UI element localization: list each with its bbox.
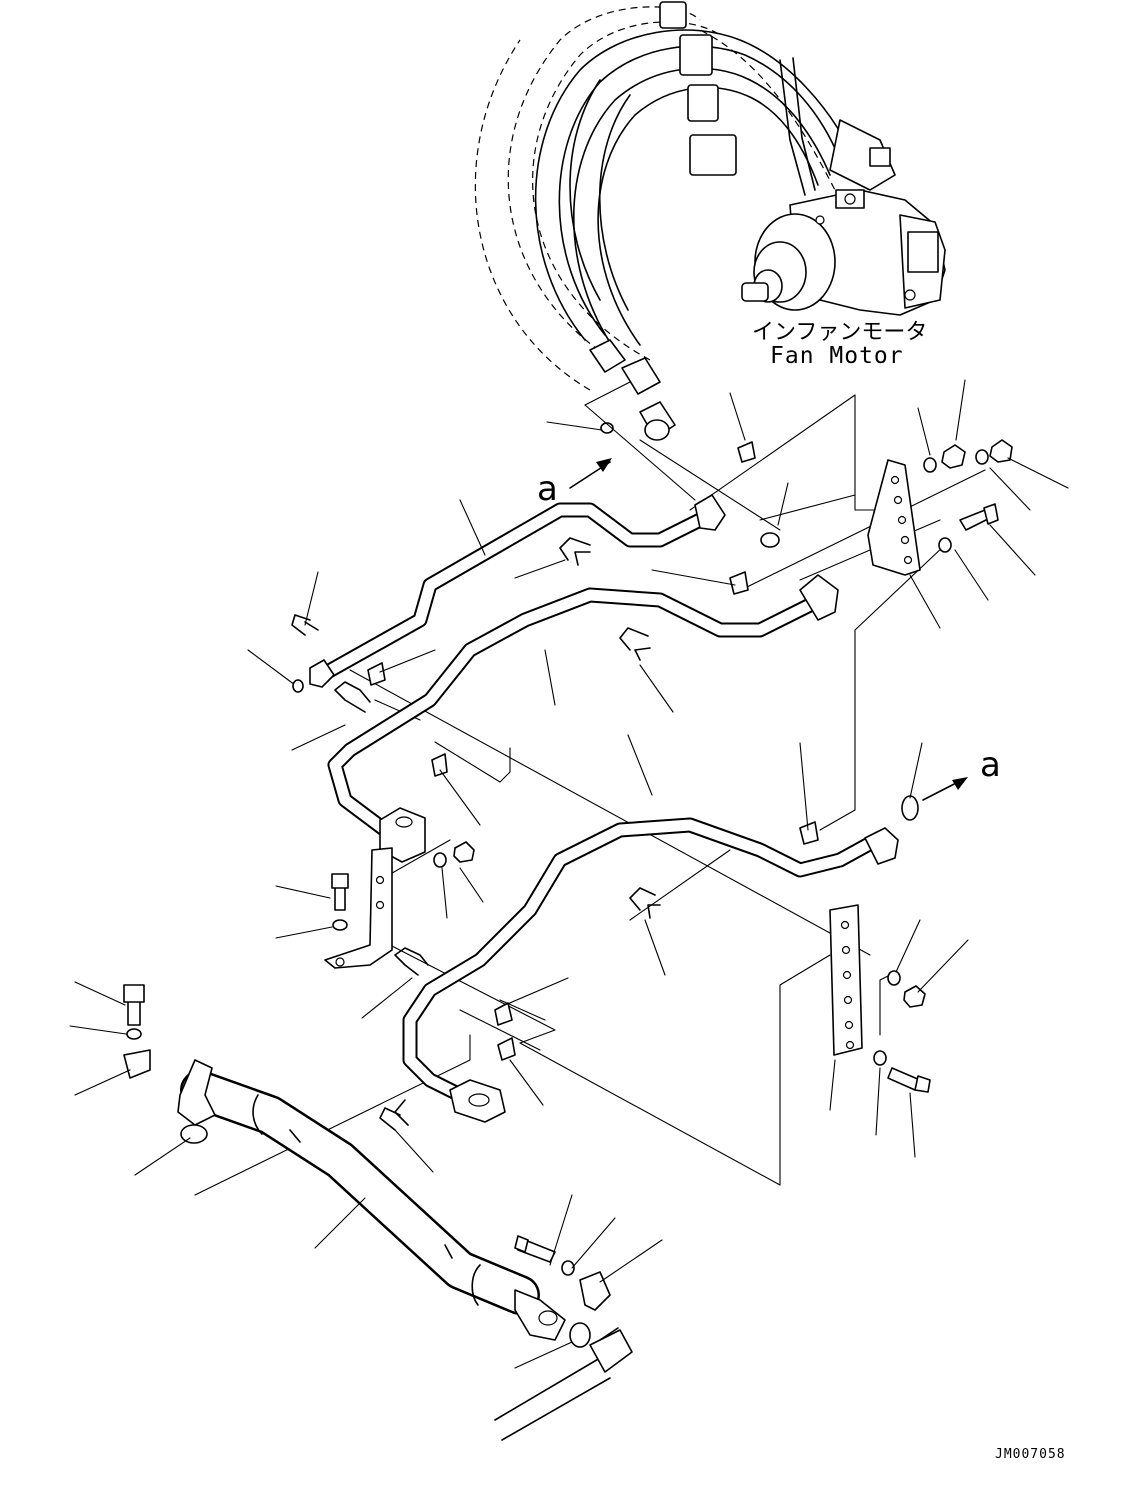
ref-a-right — [922, 777, 968, 801]
clips — [367, 441, 819, 1061]
lower-pipe-nut — [864, 827, 899, 865]
drawing-code: JM007058 — [995, 1447, 1066, 1462]
fan-motor-jp-label: インファンモータ — [752, 320, 927, 345]
bracket-left — [324, 847, 393, 969]
upper-pipe — [314, 502, 716, 683]
lower-connection — [494, 1327, 633, 1441]
middle-pipe — [327, 587, 828, 838]
fasteners — [123, 439, 1013, 1348]
large-hose — [177, 1059, 566, 1341]
leader-lines — [69, 379, 1069, 1369]
fan-motor-en-label: Fan Motor — [770, 343, 904, 369]
bracket-lower — [829, 904, 863, 1056]
fan-motor — [741, 119, 946, 316]
o-ring-right — [901, 795, 919, 821]
ref-a-right-label: a — [980, 745, 1001, 785]
ref-a-top — [569, 458, 612, 489]
ref-a-top-label: a — [537, 469, 558, 509]
upper-pipe-nut — [309, 659, 335, 688]
hose-fittings — [589, 339, 676, 441]
fan-motor-hoses — [474, 1, 851, 391]
middle-pipe-elbow — [799, 574, 839, 621]
upper-pipe-elbow — [694, 494, 726, 531]
u-bolts — [291, 537, 661, 1131]
bracket-top — [867, 459, 921, 576]
lower-pipe — [402, 817, 888, 1108]
